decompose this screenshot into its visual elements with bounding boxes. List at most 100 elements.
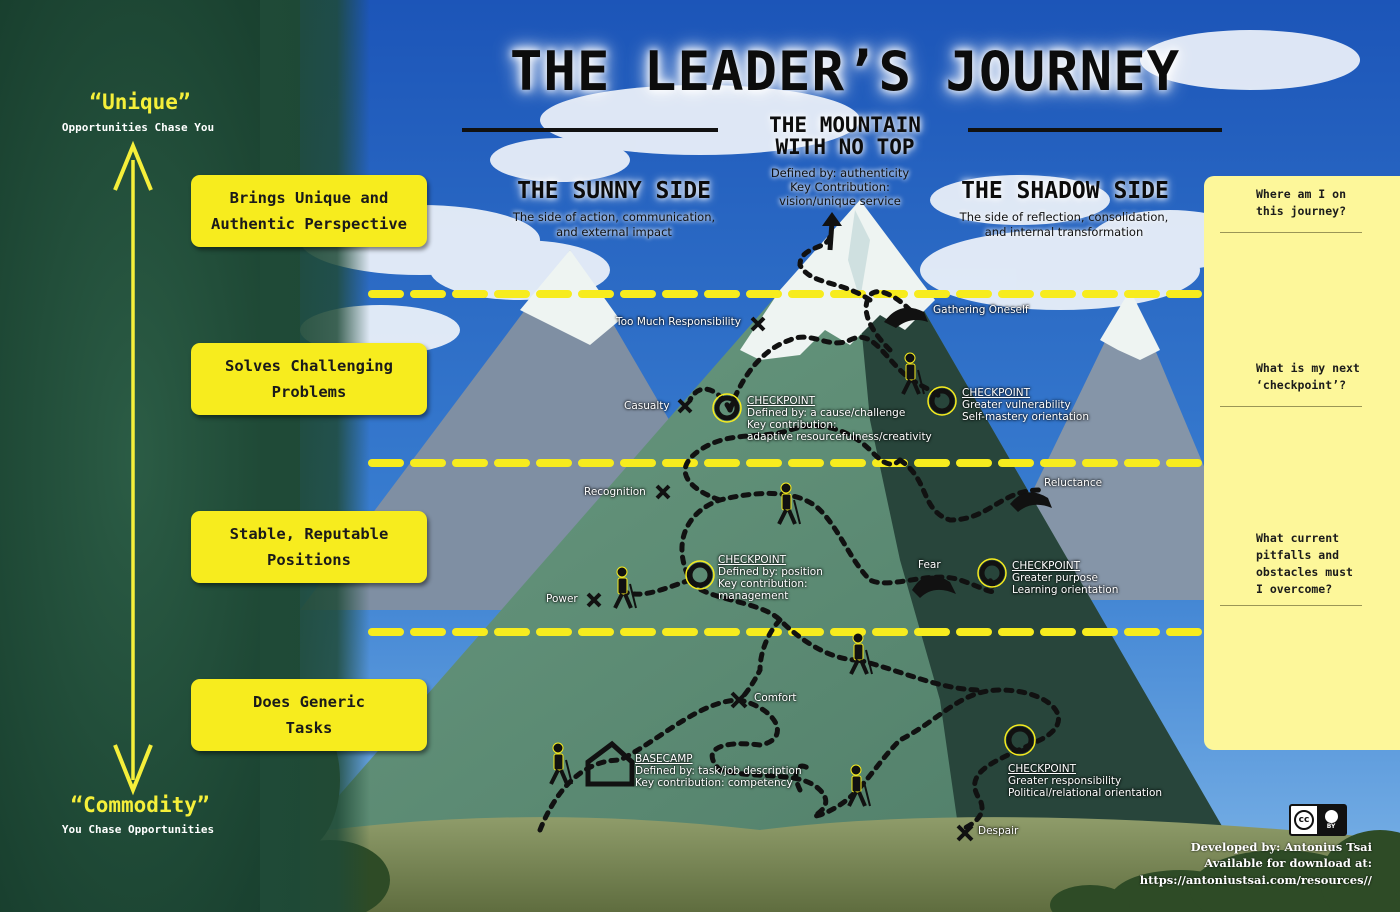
question-line: pitfalls and bbox=[1256, 548, 1340, 562]
question-line: I overcome? bbox=[1256, 582, 1333, 596]
checkpoint-line: Key contribution: competency bbox=[635, 777, 793, 789]
credit-url-link[interactable]: https://antoniustsai.com/resources// bbox=[1139, 873, 1372, 887]
sunny-desc-line: and external impact bbox=[556, 225, 672, 239]
right-far-mountain bbox=[980, 290, 1260, 600]
shadow-side-description: The side of reflection, consolidation, a… bbox=[950, 210, 1178, 240]
checkpoint-shadow-upper: CHECKPOINT Greater vulnerability Self-ma… bbox=[962, 387, 1089, 423]
checkpoint-basecamp: BASECAMP Defined by: task/job descriptio… bbox=[635, 753, 802, 789]
subtitle-line: WITH NO TOP bbox=[775, 135, 915, 159]
summit-defined: Defined by: authenticity bbox=[770, 166, 910, 180]
basecamp-house-icon bbox=[585, 740, 635, 787]
cc-label: cc bbox=[1294, 810, 1314, 830]
subtitle-line: THE MOUNTAIN bbox=[769, 113, 921, 137]
cc-icon: cc bbox=[1291, 806, 1317, 834]
checkpoint-line: Defined by: a cause/challenge bbox=[747, 407, 906, 419]
checkpoint-line: adaptive resourcefulness/creativity bbox=[747, 431, 932, 443]
level-box-line: Brings Unique and bbox=[229, 189, 389, 207]
question-line: this journey? bbox=[1256, 204, 1347, 218]
level-box-line: Does Generic bbox=[253, 693, 365, 711]
question-line: ‘checkpoint’? bbox=[1256, 378, 1347, 392]
checkpoint-heading: CHECKPOINT bbox=[747, 395, 816, 407]
snow-cap bbox=[740, 200, 935, 360]
hiker-icons bbox=[549, 352, 925, 807]
question-divider bbox=[1220, 232, 1362, 233]
checkpoint-heading: BASECAMP bbox=[635, 753, 693, 765]
scale-top-word: “Unique” bbox=[89, 90, 191, 114]
by-icon: BY bbox=[1317, 806, 1345, 834]
obstacle-markers bbox=[884, 307, 1052, 598]
sunny-side-title: THE SUNNY SIDE bbox=[517, 178, 711, 204]
checkpoint-sunny-upper-icon bbox=[714, 395, 740, 421]
credit-developer: Developed by: Antonius Tsai bbox=[1190, 840, 1372, 854]
question-line: Where am I on bbox=[1256, 187, 1347, 201]
checkpoint-shadow-mid: CHECKPOINT Greater purpose Learning orie… bbox=[1012, 560, 1118, 596]
label-gathering-oneself: Gathering Oneself bbox=[933, 304, 1029, 316]
page-subtitle: THE MOUNTAIN WITH NO TOP bbox=[720, 114, 970, 158]
checkpoint-shadow-mid-icon bbox=[979, 560, 1005, 586]
label-fear: Fear bbox=[918, 559, 941, 571]
level-box-line: Problems bbox=[271, 383, 347, 401]
sunny-side-description: The side of action, communication, and e… bbox=[490, 210, 738, 240]
checkpoint-line: Political/relational orientation bbox=[1008, 787, 1163, 799]
pitfall-x-markers bbox=[586, 316, 974, 842]
checkpoint-line: Defined by: task/job description bbox=[635, 765, 802, 777]
question-line: What is my next bbox=[1256, 361, 1360, 375]
checkpoint-line: Self-mastery orientation bbox=[962, 411, 1089, 423]
checkpoint-line: Greater responsibility bbox=[1008, 775, 1122, 787]
checkpoint-shadow-upper-icon bbox=[929, 388, 955, 414]
shadow-desc-line: and internal transformation bbox=[984, 225, 1144, 239]
checkpoint-heading: CHECKPOINT bbox=[1012, 560, 1081, 572]
question-3: What current pitfalls and obstacles must… bbox=[1256, 530, 1353, 598]
by-label: BY bbox=[1326, 823, 1336, 830]
sunny-desc-line: The side of action, communication, bbox=[512, 210, 716, 224]
question-line: What current bbox=[1256, 531, 1340, 545]
shadow-side-title: THE SHADOW SIDE bbox=[961, 178, 1169, 204]
level-box-line: Authentic Perspective bbox=[211, 215, 407, 233]
checkpoint-line: management bbox=[718, 590, 789, 602]
scale-bottom-caption: You Chase Opportunities bbox=[61, 823, 215, 836]
question-1: Where am I on this journey? bbox=[1256, 186, 1346, 220]
level-box-line: Positions bbox=[266, 551, 351, 569]
level-box-line: Stable, Reputable bbox=[229, 525, 389, 543]
label-power: Power bbox=[546, 593, 578, 605]
scale-bottom-word: “Commodity” bbox=[70, 793, 210, 817]
checkpoint-sunny-mid: CHECKPOINT Defined by: position Key cont… bbox=[718, 554, 823, 602]
checkpoint-line: Greater vulnerability bbox=[962, 399, 1071, 411]
label-comfort: Comfort bbox=[754, 692, 797, 704]
checkpoint-line: Key contribution: bbox=[718, 578, 808, 590]
checkpoint-shadow-low-icon bbox=[1006, 726, 1034, 754]
checkpoint-sunny-upper: CHECKPOINT Defined by: a cause/challenge… bbox=[747, 395, 932, 443]
label-casualty: Casualty bbox=[624, 400, 670, 412]
question-line: obstacles must bbox=[1256, 565, 1353, 579]
summit-contribution: vision/unique service bbox=[779, 194, 901, 208]
question-divider bbox=[1220, 605, 1362, 606]
mountain-shadow-side bbox=[855, 200, 1230, 840]
checkpoint-shadow-low: CHECKPOINT Greater responsibility Politi… bbox=[1008, 763, 1162, 799]
chalkboard-panel bbox=[0, 0, 300, 912]
checkpoint-line: Learning orientation bbox=[1012, 584, 1119, 596]
foreground-hills bbox=[260, 817, 1400, 912]
scale-top-caption: Opportunities Chase You bbox=[61, 121, 215, 134]
checkpoint-line: Defined by: position bbox=[718, 566, 823, 578]
summit-description: Defined by: authenticity Key Contributio… bbox=[740, 166, 940, 208]
checkpoint-heading: CHECKPOINT bbox=[718, 554, 787, 566]
scale-arrow-head-down bbox=[113, 744, 153, 796]
cc-license-badge[interactable]: cc BY bbox=[1289, 804, 1347, 836]
shadow-desc-line: The side of reflection, consolidation, bbox=[959, 210, 1169, 224]
page-title: THE LEADER’S JOURNEY bbox=[509, 40, 1181, 103]
checkpoint-heading: CHECKPOINT bbox=[1008, 763, 1077, 775]
level-box-line: Solves Challenging bbox=[225, 357, 393, 375]
checkpoint-sunny-mid-icon bbox=[687, 562, 713, 588]
label-too-much-responsibility: Too Much Responsibility bbox=[616, 316, 741, 328]
level-box-line: Tasks bbox=[285, 719, 333, 737]
summit-contribution-label: Key Contribution: bbox=[790, 180, 890, 194]
checkpoint-line: Key contribution: bbox=[747, 419, 837, 431]
question-divider bbox=[1220, 406, 1362, 407]
checkpoint-line: Greater purpose bbox=[1012, 572, 1099, 584]
label-reluctance: Reluctance bbox=[1044, 477, 1103, 489]
